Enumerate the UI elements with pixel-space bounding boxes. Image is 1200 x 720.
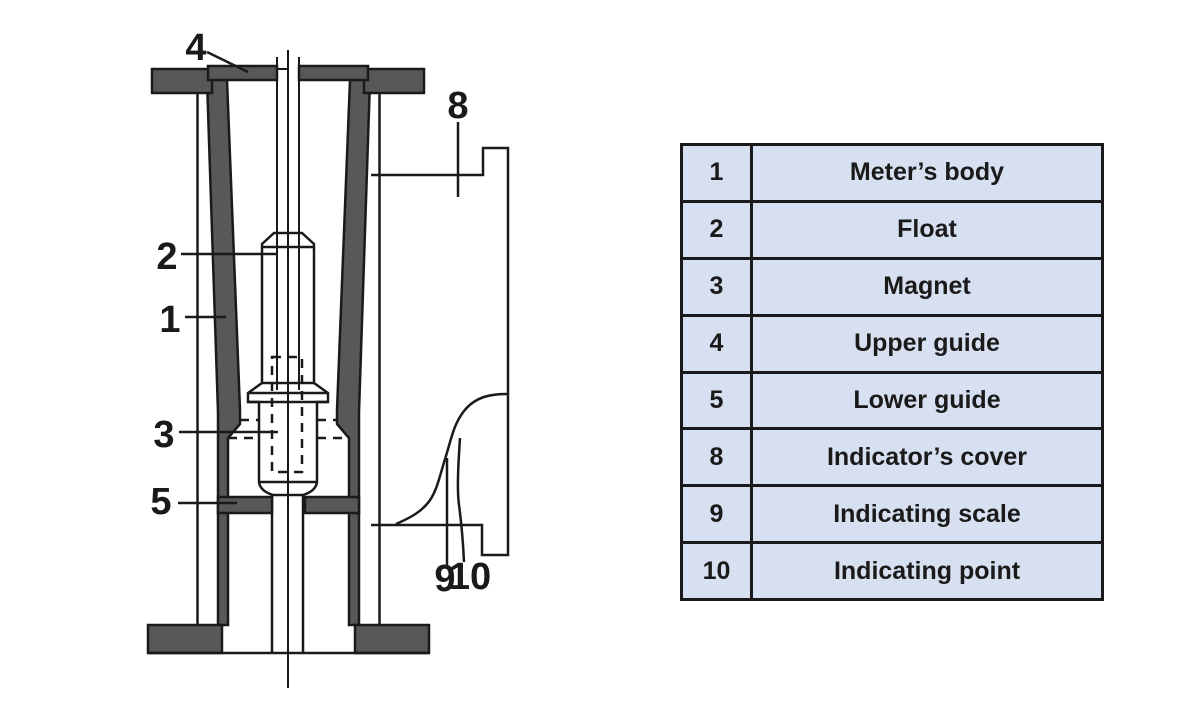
callout-1: 1 (159, 299, 180, 341)
upper-guide-left (206, 64, 279, 82)
part-name: Indicating scale (833, 499, 1021, 528)
part-number: 4 (683, 316, 753, 371)
callout-9: 9 (434, 558, 455, 600)
part-name: Indicating point (833, 556, 1021, 585)
callout-5: 5 (150, 481, 171, 523)
part-name: Float (897, 215, 957, 244)
table-row: 2 Float (683, 199, 1101, 257)
part-number: 8 (683, 430, 753, 485)
part-number: 9 (683, 487, 753, 542)
part-number: 10 (683, 544, 753, 598)
table-row: 10 Indicating point (683, 541, 1101, 598)
callout-3: 3 (153, 414, 174, 456)
callout-8: 8 (447, 85, 468, 127)
table-row: 3 Magnet (683, 256, 1101, 314)
table-row: 5 Lower guide (683, 370, 1101, 428)
part-number: 1 (683, 146, 753, 200)
leader-4 (206, 50, 249, 74)
table-row: 8 Indicator’s cover (683, 427, 1101, 485)
part-name: Meter’s body (849, 158, 1005, 187)
lower-guide-left (216, 495, 274, 515)
top-flange-right (362, 67, 426, 95)
body-wall-left (205, 78, 242, 627)
part-number: 3 (683, 259, 753, 314)
upper-guide-right (297, 64, 370, 82)
callout-4: 4 (185, 27, 206, 69)
body-wall-right (335, 78, 372, 627)
bottom-flange-right (353, 623, 431, 655)
part-name: Indicator’s cover (826, 442, 1028, 471)
parts-table: 1 Meter’s body 2 Float 3 Magnet 4 Upper … (680, 143, 1104, 601)
callout-10: 10 (449, 556, 491, 598)
part-number: 5 (683, 373, 753, 428)
indicating-scale-curve (395, 392, 508, 526)
table-row: 4 Upper guide (683, 313, 1101, 371)
indicator-cover-outline (371, 146, 510, 557)
top-flange-left (150, 67, 214, 95)
callout-2: 2 (156, 236, 177, 278)
lower-guide-right (303, 495, 361, 515)
table-row: 9 Indicating scale (683, 484, 1101, 542)
flow-meter-diagram: 4 8 2 1 3 5 9 10 (146, 27, 510, 688)
part-name: Upper guide (854, 329, 1000, 358)
leader-10 (456, 437, 466, 563)
bottom-flange-left (146, 623, 224, 655)
part-name: Magnet (883, 272, 971, 301)
table-row: 1 Meter’s body (683, 146, 1101, 200)
part-number: 2 (683, 202, 753, 257)
part-name: Lower guide (853, 385, 1001, 414)
magnet-dashed-outline (270, 355, 304, 474)
